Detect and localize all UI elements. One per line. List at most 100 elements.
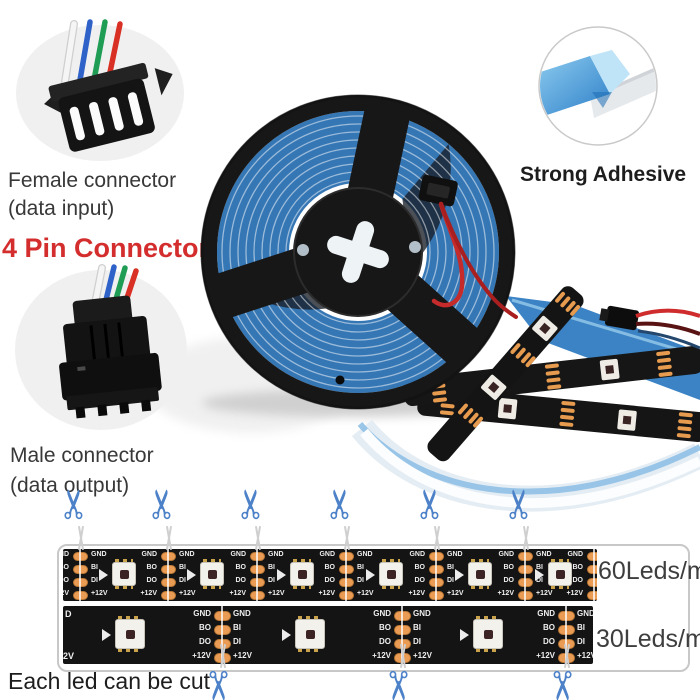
- led-chip: [468, 559, 492, 589]
- pin-label: BI: [577, 623, 585, 632]
- adhesive-label: Strong Adhesive: [520, 163, 687, 186]
- reel-hole: [335, 375, 345, 385]
- pin-label: DO: [63, 577, 69, 584]
- led-legs: [203, 559, 221, 562]
- tape-fold: [590, 50, 630, 94]
- pin-label: +12V: [577, 651, 593, 660]
- pin-label: GND: [536, 551, 552, 558]
- led-die: [555, 569, 565, 579]
- pin-label: +12V: [447, 590, 464, 597]
- pin-label: +12V: [192, 651, 211, 660]
- led-die: [207, 569, 217, 579]
- pin-label-partial: D: [65, 609, 72, 619]
- pin-label: GND: [577, 609, 593, 618]
- pin-label: +12V: [413, 651, 432, 660]
- pin-label: BI: [91, 564, 98, 571]
- scissors-glyph: ✂: [317, 487, 364, 521]
- scissors-glyph: ✂: [228, 487, 275, 521]
- pin-label: DI: [268, 577, 275, 584]
- scissors-icon: ✂: [317, 484, 368, 550]
- led-legs: [118, 649, 142, 652]
- reel: [200, 94, 516, 410]
- solder-pad: [586, 552, 597, 561]
- led-die: [386, 569, 396, 579]
- scissors-icon: ✂: [408, 484, 458, 550]
- led-legs: [298, 616, 322, 619]
- hub-hole: [327, 221, 389, 283]
- led-die: [125, 629, 135, 639]
- pin-label: +12V: [179, 590, 196, 597]
- led-legs: [293, 586, 311, 589]
- scissors-icon: ✂: [228, 484, 279, 550]
- led-chip: [473, 616, 503, 652]
- led-legs: [118, 616, 142, 619]
- led-legs: [382, 559, 400, 562]
- cut-line: [435, 549, 437, 601]
- pin-label-partial: 2V: [63, 651, 75, 661]
- pin-label: GND: [373, 609, 391, 618]
- pin-label: BO: [324, 564, 336, 571]
- male-connector-label: Male connector: [10, 444, 154, 467]
- cut-line: [256, 549, 258, 601]
- direction-arrow-icon: [455, 569, 464, 581]
- led-legs: [115, 586, 133, 589]
- red-wire: [431, 201, 518, 319]
- reel-connector-clip: [418, 174, 458, 207]
- scissors-icon: ✂: [496, 484, 547, 550]
- pin-label: DO: [414, 577, 426, 584]
- cut-line: [167, 549, 169, 601]
- pin-label: GND: [268, 551, 284, 558]
- led-chip: [295, 616, 325, 652]
- pin-label: GND: [141, 551, 157, 558]
- led-chip: [548, 559, 572, 589]
- blue-tape: [540, 56, 610, 116]
- pin-label: +12V: [63, 590, 69, 597]
- led-legs: [551, 559, 569, 562]
- pin-label: GND: [498, 551, 514, 558]
- connector-wires: [61, 19, 123, 86]
- pin-label: BI: [357, 564, 364, 571]
- cut-line: [221, 606, 223, 664]
- pin-label: BI: [447, 564, 454, 571]
- scissors-icon: ✂: [193, 644, 244, 700]
- pin-label: GND: [409, 551, 425, 558]
- scissors-icon: ✂: [538, 644, 588, 700]
- cut-note: Each led can be cut: [8, 668, 211, 694]
- pin-label: GND: [63, 551, 69, 558]
- pin-label: DO: [235, 577, 247, 584]
- pin-label: DO: [379, 637, 391, 646]
- pin-label: BI: [536, 564, 543, 571]
- direction-arrow-icon: [535, 569, 544, 581]
- led-chip: [112, 559, 136, 589]
- pin-label: GND: [567, 551, 583, 558]
- pin-label: GND: [319, 551, 335, 558]
- led-die: [483, 629, 493, 639]
- pin-label: +12V: [497, 590, 514, 597]
- scissors-glyph: ✂: [193, 669, 240, 700]
- led-legs: [476, 649, 500, 652]
- led-legs: [203, 586, 221, 589]
- pin-label: BO: [63, 564, 69, 571]
- female-connector-photo: [16, 19, 184, 161]
- led-chip: [200, 559, 224, 589]
- strip-loop: [351, 419, 700, 512]
- scissors-glyph: ✂: [496, 487, 543, 521]
- cut-line: [345, 549, 347, 601]
- led-die: [305, 629, 315, 639]
- led-die: [119, 569, 129, 579]
- direction-arrow-icon: [102, 629, 111, 641]
- pin-label: BI: [179, 564, 186, 571]
- pin-label: GND: [413, 609, 431, 618]
- pin-label: +12V: [268, 590, 285, 597]
- pin-label: DI: [413, 637, 421, 646]
- pin-label: BO: [503, 564, 515, 571]
- pin-label: +12V: [408, 590, 425, 597]
- direction-arrow-icon: [282, 629, 291, 641]
- pin-label: +12V: [318, 590, 335, 597]
- pin-label: GND: [233, 609, 251, 618]
- scissors-icon: ✂: [52, 484, 102, 550]
- led-legs: [115, 559, 133, 562]
- led-legs: [471, 559, 489, 562]
